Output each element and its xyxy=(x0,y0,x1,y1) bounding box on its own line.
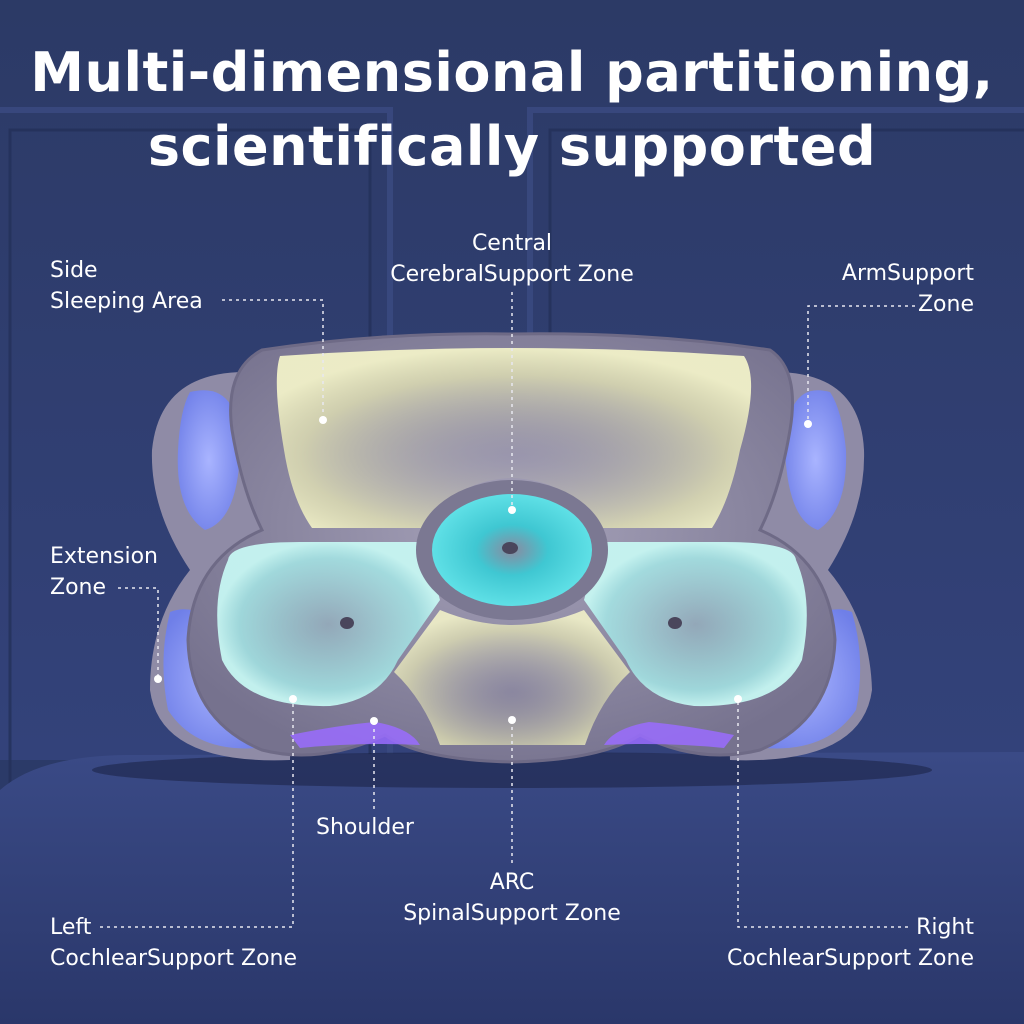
label-right-cochlear-support-zone: Right CochlearSupport Zone xyxy=(726,915,974,971)
shoulder-accent-right xyxy=(604,722,734,748)
label-arc-spinal-support-zone: ARC SpinalSupport Zone xyxy=(403,870,621,926)
pillow-tufts xyxy=(340,542,682,629)
left-cochlear-zone xyxy=(217,542,440,707)
label-arm-support-zone: ArmSupport Zone xyxy=(841,261,974,317)
label-extension-zone: Extension Zone xyxy=(50,544,159,600)
label-central-cerebral-zone: Central CerebralSupport Zone xyxy=(390,231,634,287)
title-line-1: Multi-dimensional partitioning, xyxy=(30,41,994,104)
label-shoulder: Shoulder xyxy=(316,815,414,840)
right-cochlear-zone xyxy=(584,542,807,707)
zone-markers xyxy=(154,416,812,725)
side-sleeping-zone xyxy=(276,348,752,528)
label-side-sleeping-area: Side Sleeping Area xyxy=(50,258,203,314)
spinal-support-zone xyxy=(394,610,630,745)
page-title: Multi-dimensional partitioning, scientif… xyxy=(0,36,1024,184)
mattress xyxy=(0,752,1024,1024)
label-left-cochlear-support-zone: Left CochlearSupport Zone xyxy=(50,915,298,971)
shoulder-accent-left xyxy=(290,722,420,748)
leader-lines xyxy=(100,292,915,928)
title-line-2: scientifically supported xyxy=(147,115,877,178)
